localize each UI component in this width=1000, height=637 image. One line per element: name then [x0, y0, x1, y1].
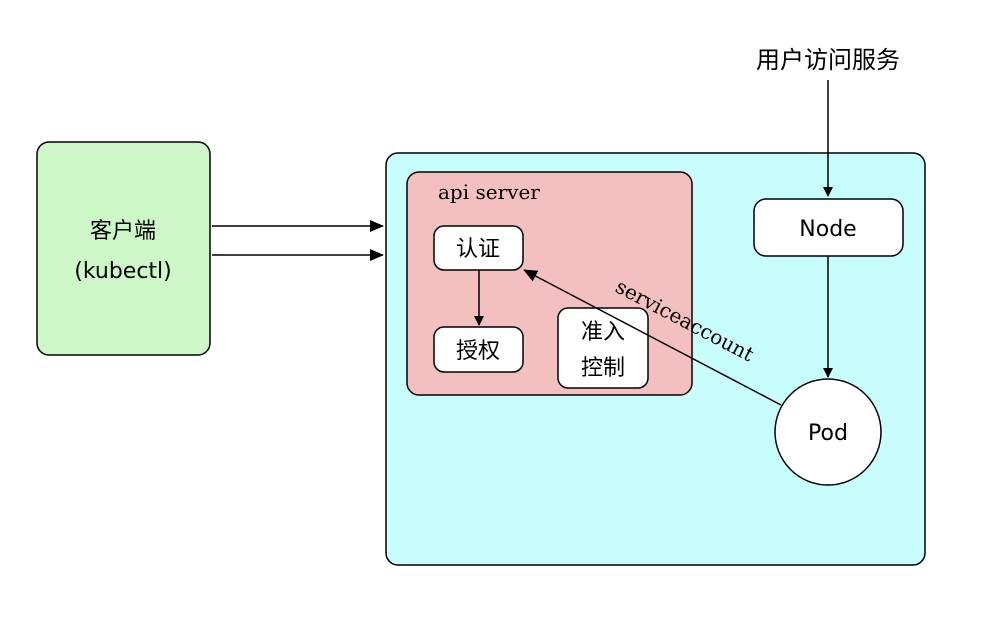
auth-label: 认证 [456, 237, 500, 262]
api-server-title: api server [438, 180, 540, 204]
admission-label-2: 控制 [581, 356, 625, 381]
pod-to-auth-arrow [523, 269, 782, 406]
client-label: 客户端 [90, 219, 156, 244]
authz-box [433, 326, 524, 373]
pod-circle: Pod [774, 378, 882, 486]
admission-box [557, 307, 649, 389]
authz-label: 授权 [456, 339, 500, 364]
pod-label: Pod [808, 421, 848, 446]
admission-label-1: 准入 [581, 320, 625, 345]
node-label: Node [799, 217, 856, 242]
user-access-label: 用户访问服务 [756, 46, 900, 74]
client-box: 客户端 (kubectl) [36, 141, 211, 356]
node-box: Node [753, 198, 904, 257]
client-sublabel: (kubectl) [74, 259, 172, 284]
